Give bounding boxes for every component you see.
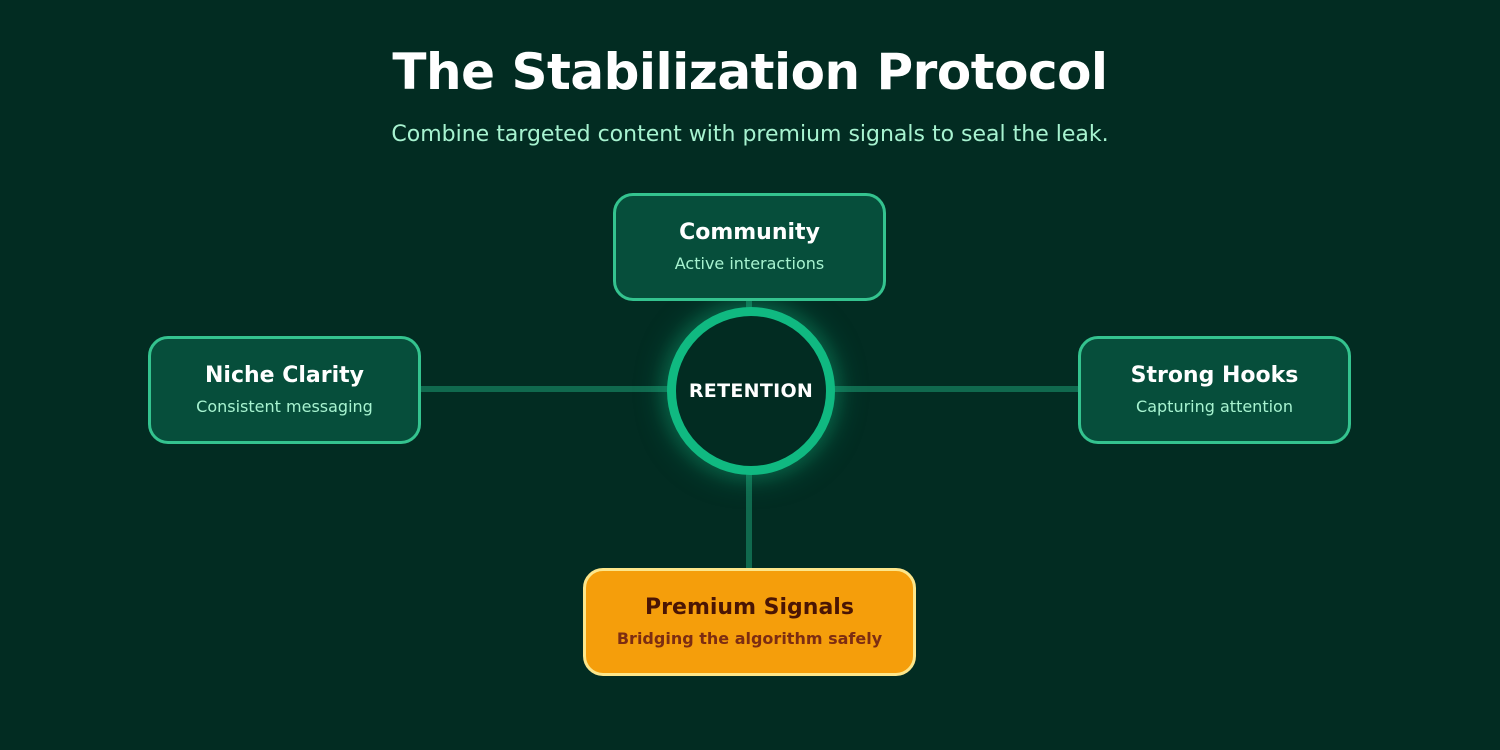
- node-subtitle: Bridging the algorithm safely: [616, 629, 883, 648]
- node-premium-signals: Premium Signals Bridging the algorithm s…: [583, 568, 916, 676]
- node-subtitle: Active interactions: [674, 254, 825, 273]
- node-community: Community Active interactions: [613, 193, 886, 301]
- node-title: Niche Clarity: [204, 363, 365, 388]
- node-strong-hooks: Strong Hooks Capturing attention: [1078, 336, 1351, 444]
- connector-bottom: [746, 470, 752, 570]
- node-title: Strong Hooks: [1130, 363, 1299, 388]
- node-niche-clarity: Niche Clarity Consistent messaging: [148, 336, 421, 444]
- connector-left: [420, 386, 670, 392]
- connector-top: [746, 298, 752, 312]
- page-subtitle: Combine targeted content with premium si…: [391, 122, 1109, 147]
- retention-hub: RETENTION: [667, 307, 835, 475]
- hub-label: RETENTION: [688, 380, 814, 402]
- page-title: The Stabilization Protocol: [392, 43, 1108, 101]
- node-subtitle: Capturing attention: [1136, 397, 1293, 416]
- node-title: Premium Signals: [645, 595, 854, 620]
- connector-right: [830, 386, 1080, 392]
- node-title: Community: [679, 220, 820, 245]
- node-subtitle: Consistent messaging: [196, 397, 373, 416]
